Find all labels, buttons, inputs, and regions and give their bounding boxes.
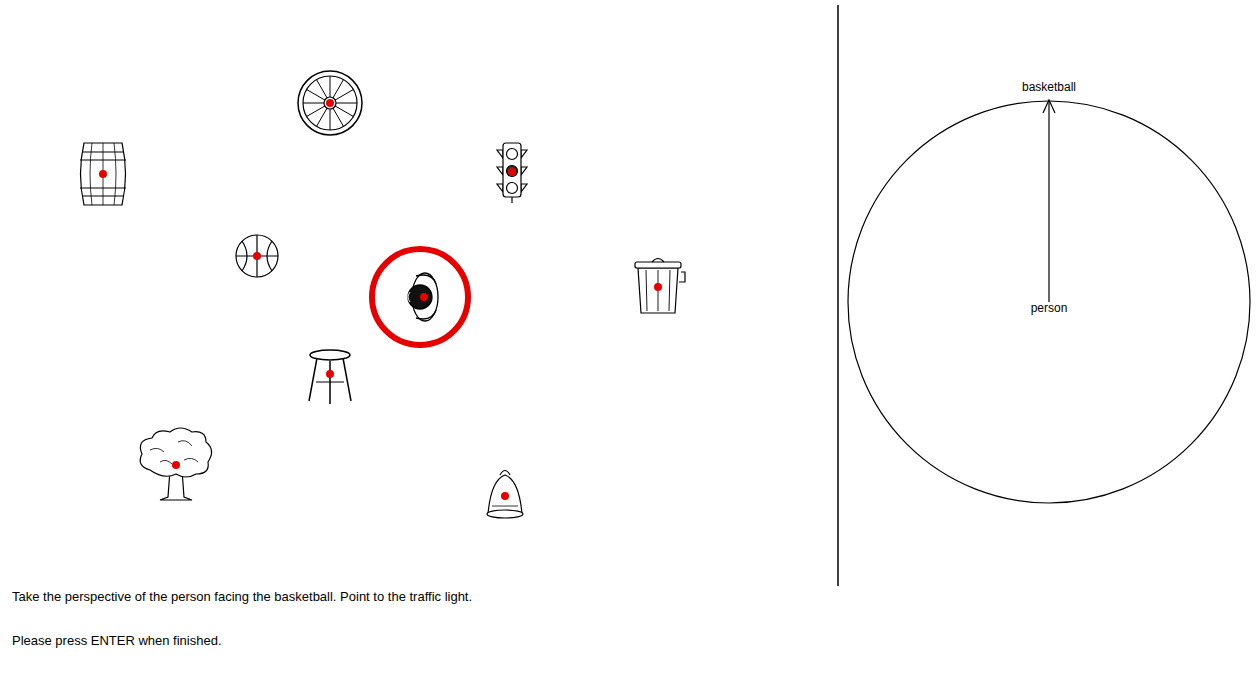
person-arms (416, 275, 436, 319)
stool-seat (310, 350, 350, 360)
wheel-inner-rim (303, 76, 357, 130)
person-icon (408, 273, 438, 321)
trash-can-icon (635, 259, 685, 314)
center-dot (326, 370, 334, 378)
wheel-hub (324, 97, 336, 109)
wheel-icon (298, 71, 362, 135)
stool-icon (309, 350, 351, 404)
center-dot (326, 99, 334, 107)
person-nose (408, 292, 410, 302)
bell-band (492, 506, 518, 507)
prompt-text: Please press ENTER when finished. (12, 633, 222, 648)
bell-icon (487, 471, 523, 519)
traffic-light-lamp (507, 166, 518, 177)
divider-line (837, 5, 839, 586)
instruction-text: Take the perspective of the person facin… (12, 589, 472, 604)
center-dot (99, 170, 107, 178)
person-shoulders (412, 273, 438, 321)
bell-body (488, 475, 522, 514)
stool-legs (309, 358, 351, 404)
barrel-icon (80, 143, 126, 205)
highlight-ring (372, 249, 468, 345)
bell-rim (487, 510, 523, 518)
tree-icon (140, 428, 211, 500)
trash-can-ribs (646, 270, 670, 311)
trash-can-lid (635, 262, 681, 268)
center-dot (654, 283, 662, 291)
traffic-light-pole (511, 197, 512, 203)
center-dots (99, 99, 662, 500)
stool-rung (316, 382, 344, 383)
center-dot (420, 293, 428, 301)
tree-trunk (160, 470, 192, 500)
bell-knob (500, 471, 510, 476)
tree-leaves (150, 441, 198, 464)
pointer-arrow (1048, 101, 1049, 302)
barrel-body (81, 143, 126, 205)
heading-label: basketball (1022, 80, 1076, 94)
center-label: person (1031, 301, 1068, 315)
traffic-light-visors (497, 150, 527, 192)
tree-canopy (140, 428, 211, 477)
traffic-light-lamp (507, 149, 518, 160)
center-dot (508, 168, 516, 176)
barrel-hoops (80, 152, 126, 196)
wheel-rim (298, 71, 362, 135)
trash-can-body (638, 268, 678, 313)
wheel-spokes (303, 76, 357, 130)
barrel-staves (90, 143, 116, 205)
person-head (408, 285, 432, 309)
circle-outline (848, 101, 1250, 503)
arrow-head (1043, 100, 1055, 113)
traffic-light-body (503, 143, 521, 197)
basketball-outline (236, 235, 278, 277)
response-circle: basketballperson (847, 100, 1251, 504)
traffic-light-icon (497, 143, 527, 203)
basketball-icon (236, 235, 278, 277)
trash-can-handle (652, 259, 664, 263)
center-dot (501, 492, 509, 500)
center-dot (253, 252, 261, 260)
trash-can-side-handle (679, 272, 685, 282)
center-dot (172, 461, 180, 469)
basketball-curves (242, 241, 272, 271)
basketball-seams (236, 235, 278, 277)
traffic-light-lamp (507, 183, 518, 194)
